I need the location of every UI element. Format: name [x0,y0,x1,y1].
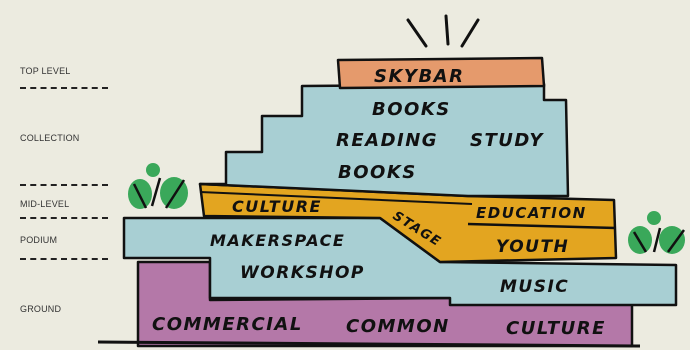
education-underline [467,222,617,230]
zone-skybar: SKYBAR [374,66,464,87]
zone-workshop: WORKSHOP [240,263,365,283]
tree-left-icon [128,163,188,209]
zone-books-lower: BOOKS [338,162,417,183]
zone-makerspace: MAKERSPACE [210,231,345,250]
zone-education: EDUCATION [476,204,587,222]
collection-block [198,82,570,198]
tree-right-icon [628,211,686,254]
level-label-collection: COLLECTION [20,133,80,143]
zone-study: STUDY [470,130,544,151]
zone-culture-ground: CULTURE [506,318,606,339]
zone-commercial: COMMERCIAL [152,314,303,335]
highlight-strokes [406,14,480,48]
level-label-podium: PODIUM [20,235,58,245]
level-label-top: TOP LEVEL [20,66,71,76]
zone-music: MUSIC [500,277,569,297]
level-divider-top [20,87,108,89]
zone-culture-mid: CULTURE [232,197,322,216]
level-label-ground: GROUND [20,304,62,314]
zone-youth: YOUTH [496,237,569,257]
level-divider-podium [20,258,108,260]
ground-line [97,340,641,348]
skybar-block [336,56,546,90]
zone-common: COMMON [346,316,450,337]
level-divider-mid [20,217,108,219]
zone-books-upper: BOOKS [372,99,451,120]
mid-level-edge [199,191,473,205]
zone-reading: READING [336,130,438,151]
level-label-mid: MID-LEVEL [20,199,70,209]
level-divider-collection [20,184,108,186]
